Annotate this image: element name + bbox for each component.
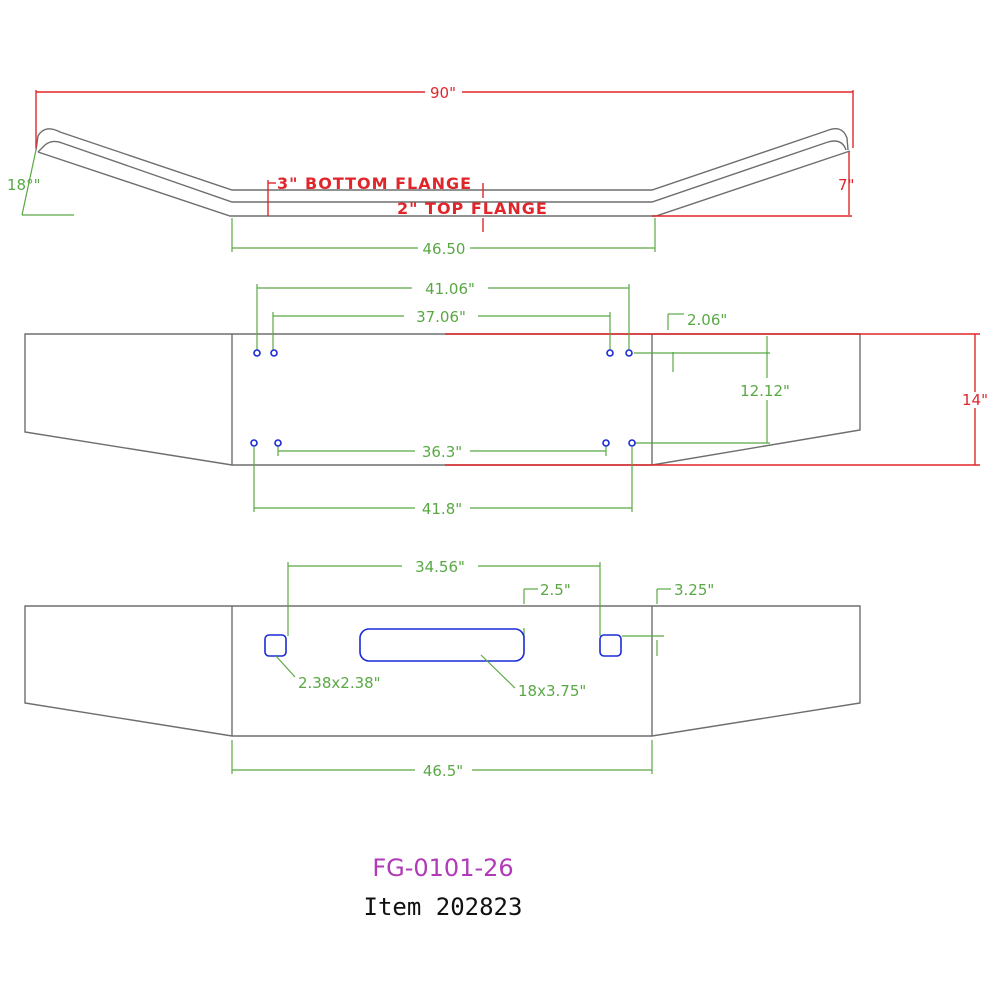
mount-hole [602,439,610,447]
top-flange-label: 2" TOP FLANGE [397,199,548,218]
front-view: 14" 41.06" 37.06" 2.06" 12.12" 36.3" [24,280,988,518]
lower-inner-spacing-label: 36.3" [422,443,462,461]
center-width-label: 46.50 [423,240,466,258]
part-number: FG-0101-26 [372,854,513,882]
slot-offset-label: 2.5" [540,581,571,599]
mount-hole [606,349,614,357]
overall-height-label: 14" [962,391,988,409]
mount-hole [270,349,278,357]
title-block: FG-0101-26 Item 202823 [364,854,523,921]
lower-outer-spacing-label: 41.8" [422,500,462,518]
top-view: 90" 18°" 7" 3" BOTTOM FLANGE 2" TOP FLAN… [7,84,854,258]
upper-outer-spacing-label: 41.06" [425,280,475,298]
edge-offset-label: 2.06" [687,311,727,329]
mount-hole [628,439,636,447]
edge-offset-label: 3.25" [674,581,714,599]
slot-cutout [359,628,525,662]
mount-hole [625,349,633,357]
bottom-flange-label: 3" BOTTOM FLANGE [277,174,472,193]
cutout-outline [24,605,861,737]
center-width-label: 46.5" [423,762,463,780]
mount-hole [274,439,282,447]
upper-inner-spacing-label: 37.06" [416,308,466,326]
square-spacing-label: 34.56" [415,558,465,576]
height-label: 7" [838,176,854,194]
vertical-hole-spacing-label: 12.12" [740,382,790,400]
cutout-view: 34.56" 2.5" 3.25" 2.38x2.38" 18x3.75" 46… [24,558,861,780]
angle-label: 18°" [7,176,41,194]
overall-width-label: 90" [430,84,456,102]
mount-hole [250,439,258,447]
square-cutout [599,634,622,657]
top-profile-upper [35,128,849,191]
slot-size-label: 18x3.75" [518,682,586,700]
top-profile-lower [37,150,851,217]
square-cutout [264,634,287,657]
top-profile-middle [37,140,847,203]
mount-hole [253,349,261,357]
item-number: Item 202823 [364,893,523,921]
square-size-label: 2.38x2.38" [298,674,381,692]
